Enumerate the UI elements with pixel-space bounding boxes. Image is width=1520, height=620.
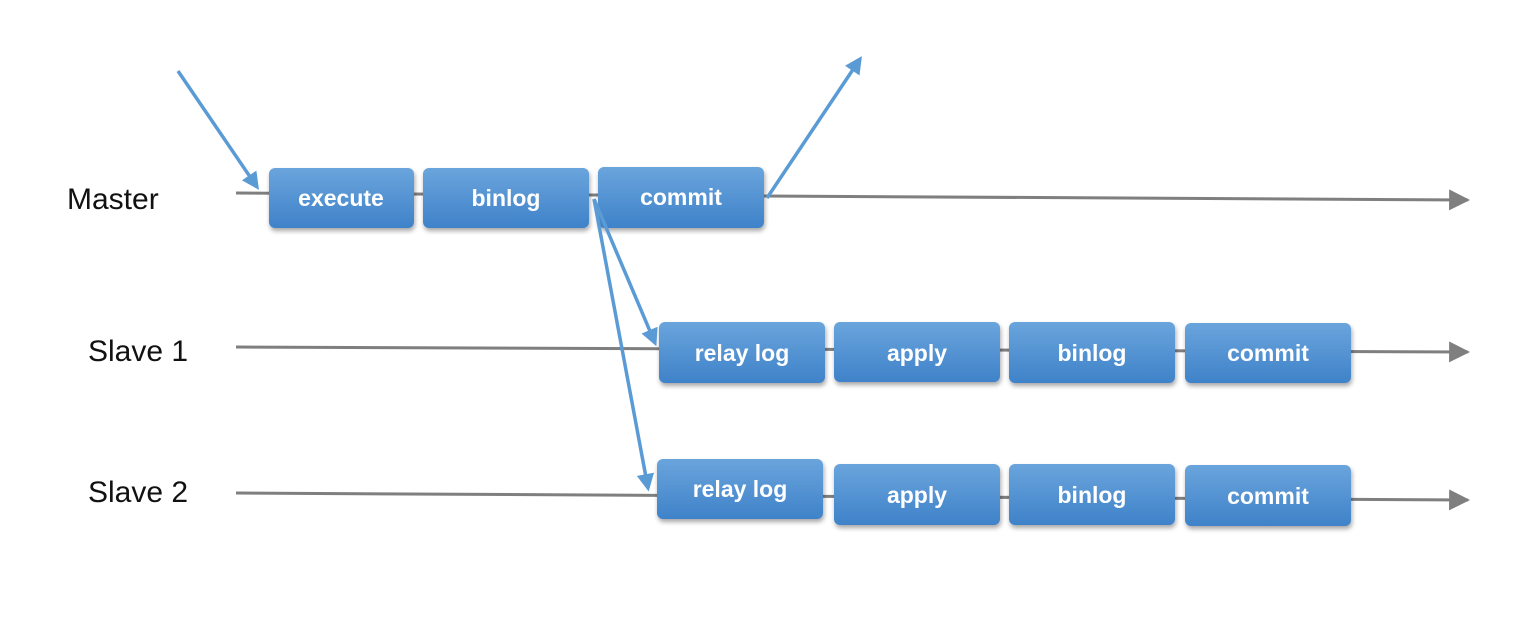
- step-label: binlog: [1058, 340, 1127, 366]
- master-timeline: [235, 189, 1471, 211]
- slave1-step-relay-log: relay log: [659, 322, 825, 383]
- step-label: commit: [1227, 340, 1309, 366]
- slave2-step-commit: commit: [1185, 465, 1351, 526]
- step-label: commit: [640, 184, 722, 210]
- step-label: execute: [298, 185, 384, 211]
- slave2-step-relay-log: relay log: [657, 459, 823, 519]
- slave2-step-binlog: binlog: [1009, 464, 1175, 525]
- slave2-step-apply: apply: [834, 464, 1000, 525]
- step-label: relay log: [695, 340, 790, 366]
- step-label: apply: [887, 340, 947, 366]
- master-step-commit: commit: [598, 167, 764, 228]
- master-step-binlog: binlog: [423, 168, 589, 228]
- binlog-to-slave2-arrow: [592, 198, 655, 492]
- step-label: apply: [887, 482, 947, 508]
- slave1-step-binlog: binlog: [1009, 322, 1175, 383]
- row-label-slave-1: Slave 1: [88, 335, 188, 368]
- incoming-request-arrow: [176, 70, 259, 190]
- master-step-execute: execute: [269, 168, 414, 228]
- binlog-to-slave1-arrow: [592, 198, 658, 347]
- step-label: relay log: [693, 476, 788, 502]
- step-label: binlog: [472, 185, 541, 211]
- step-label: commit: [1227, 483, 1309, 509]
- step-label: binlog: [1058, 482, 1127, 508]
- row-label-slave-2: Slave 2: [88, 476, 188, 509]
- row-label-master: Master: [67, 183, 159, 216]
- slave1-step-commit: commit: [1185, 323, 1351, 383]
- response-arrow: [765, 56, 862, 199]
- slave1-step-apply: apply: [834, 322, 1000, 382]
